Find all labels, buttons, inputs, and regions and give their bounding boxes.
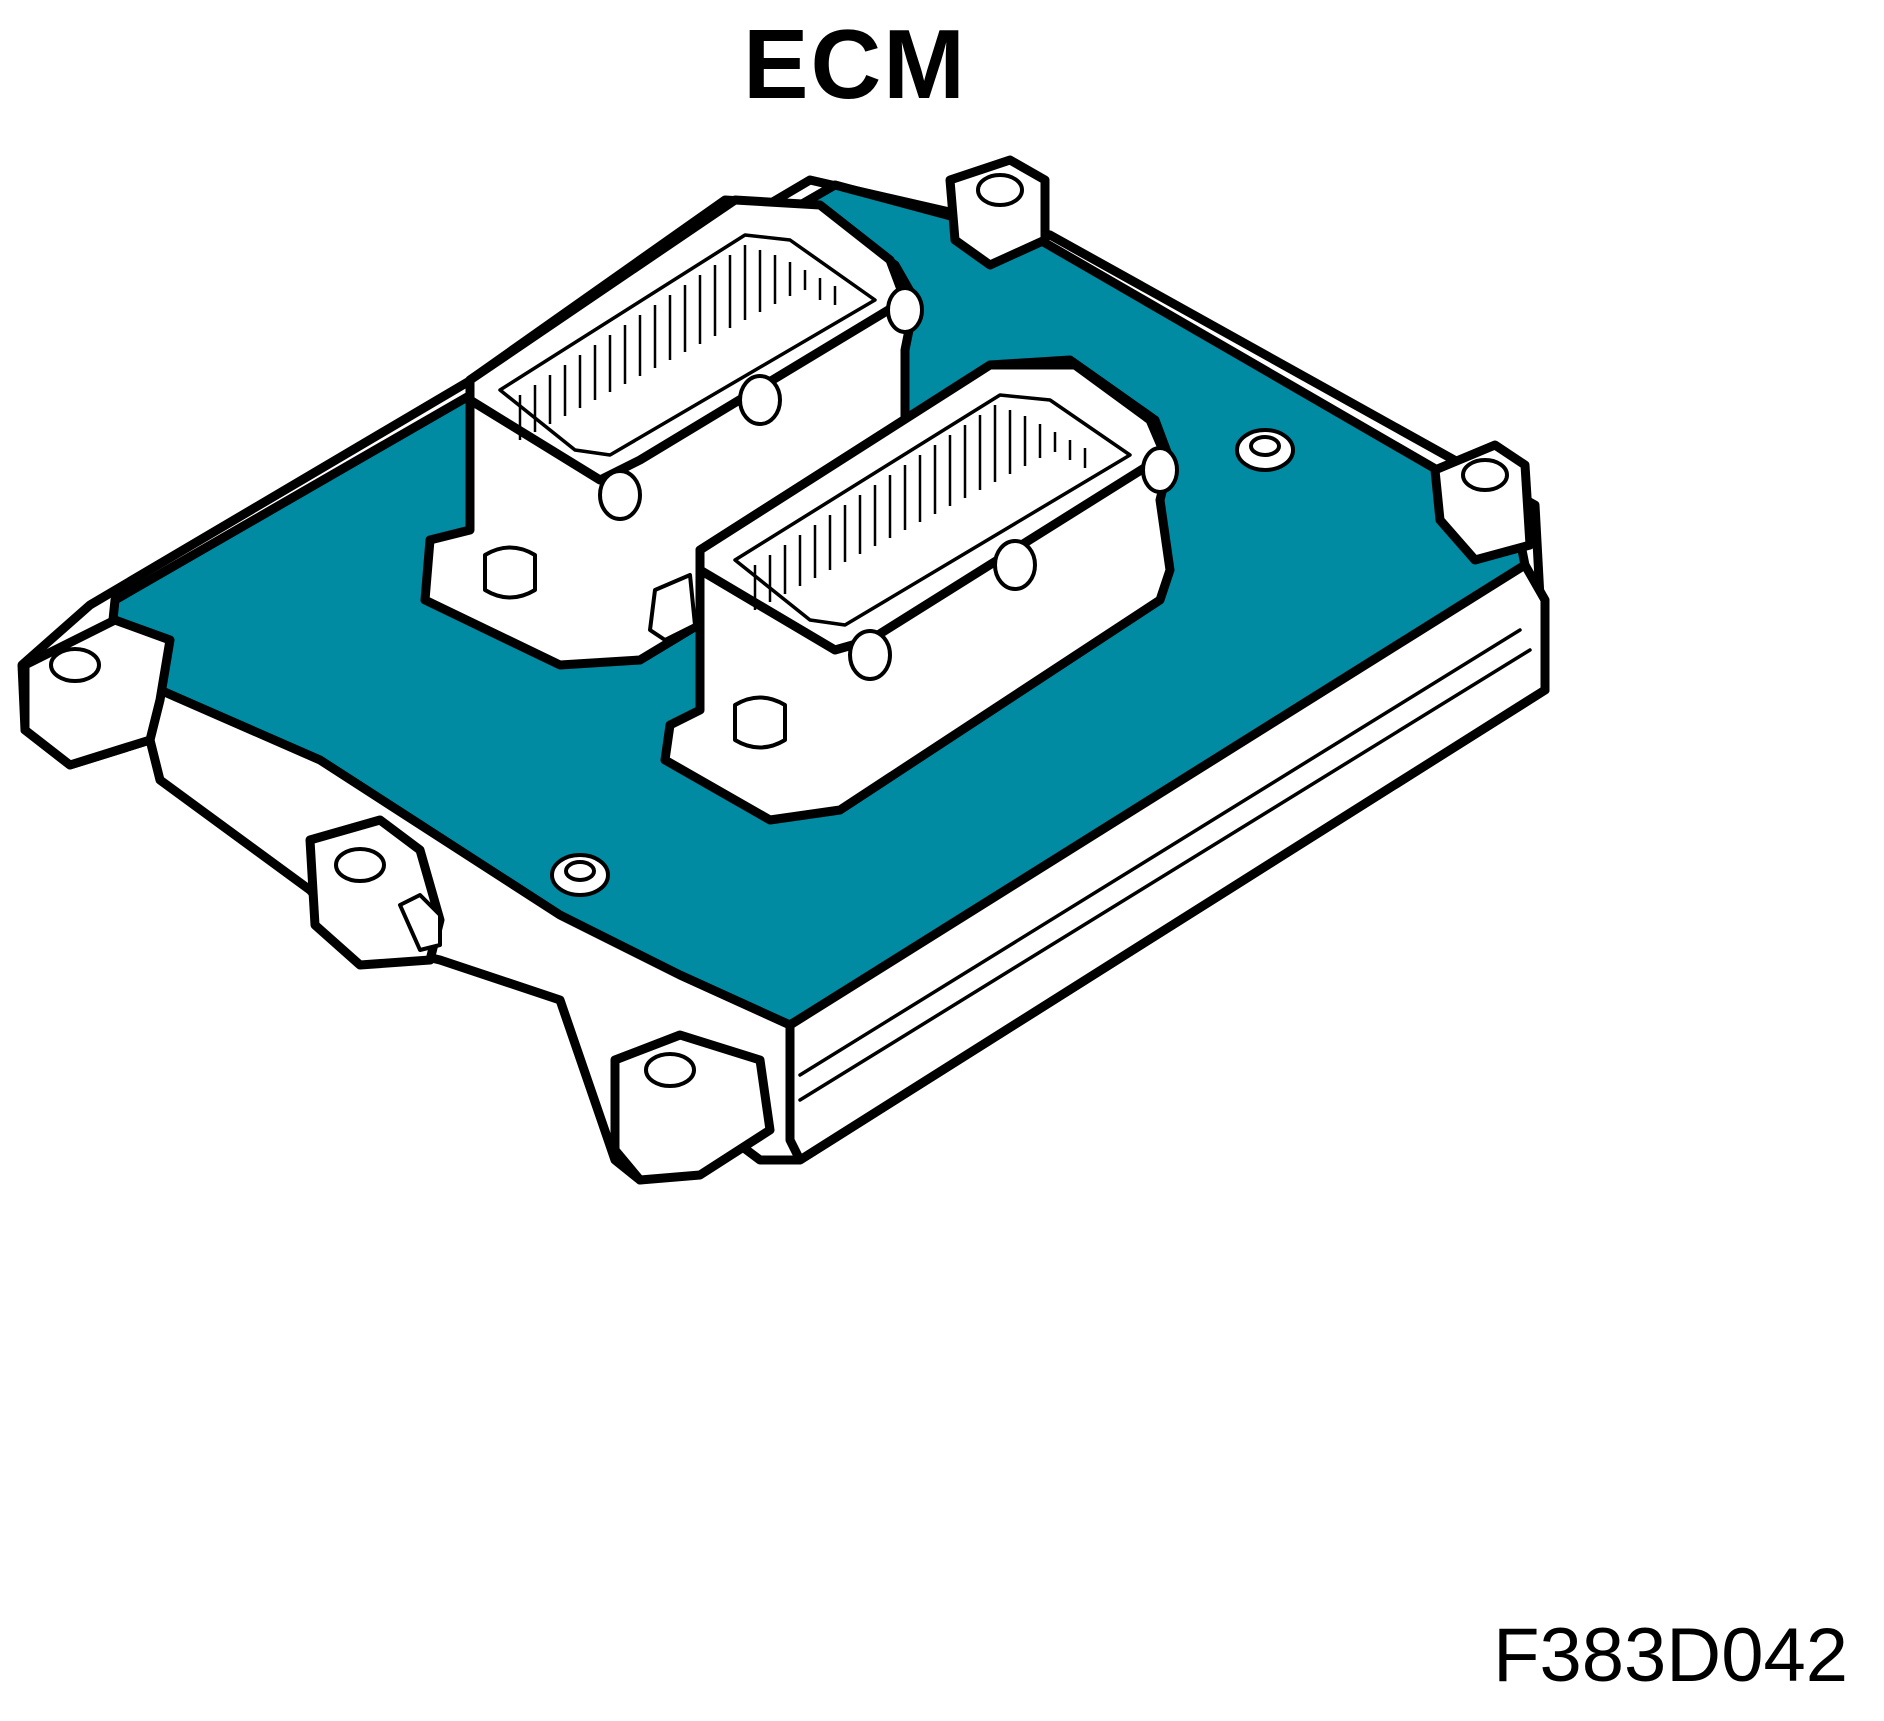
connector-1-cavity <box>498 233 877 457</box>
mounting-ear-front-center <box>305 815 445 970</box>
diagram-title: ECM <box>743 9 967 119</box>
connector-2-cavity <box>733 393 1132 627</box>
connector-1-latch-b <box>598 469 642 521</box>
connector-2-pins <box>753 405 1087 610</box>
connector-1-latch-c <box>886 286 924 334</box>
connector-2-latch-c <box>1141 446 1179 494</box>
front-face-line-2 <box>798 648 1532 1102</box>
front-face-line <box>798 628 1522 1077</box>
figure-code: F383D042 <box>1493 1613 1848 1698</box>
mounting-ear-front-right <box>610 1030 775 1185</box>
connector-2 <box>660 355 1179 825</box>
mounting-ear-back-left <box>945 155 1050 270</box>
housing-front-face <box>785 560 1550 1165</box>
connector-2-latch-a <box>993 539 1037 591</box>
connector-1-latch-a <box>738 374 782 426</box>
mounting-ear-back-right <box>1430 440 1535 565</box>
connector-clip <box>648 573 697 642</box>
mounting-ear-front-left <box>20 615 175 770</box>
screw-right <box>1235 428 1295 472</box>
screw-left <box>550 853 610 897</box>
connector-2-latch-b <box>848 629 892 681</box>
connector-1-pins <box>518 245 837 440</box>
housing-tab <box>398 893 442 952</box>
connector-1-lock-tab <box>483 545 537 600</box>
connector-2-lock-tab <box>733 695 787 750</box>
